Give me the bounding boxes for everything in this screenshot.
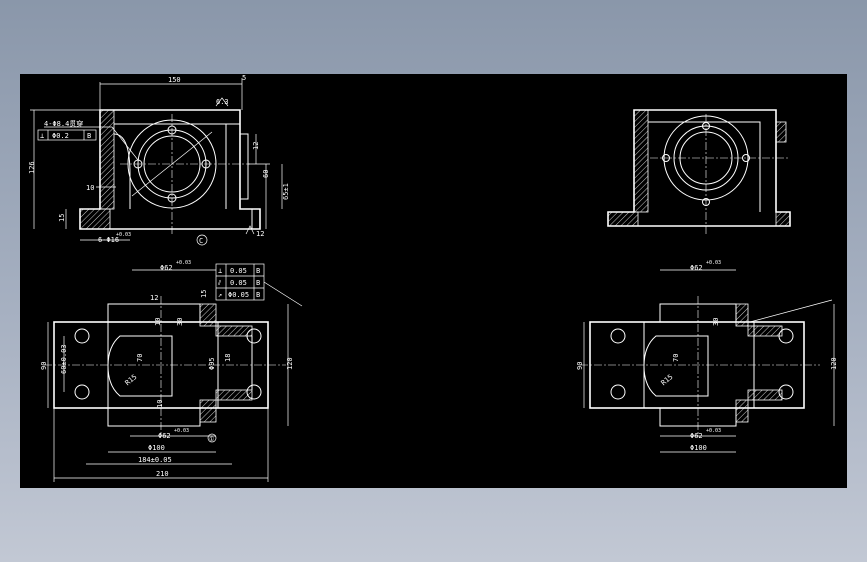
- dim-10: 10: [86, 184, 94, 192]
- rough-symbol: [245, 225, 255, 235]
- hole-note-leader: [111, 126, 139, 161]
- dim-120: 120: [286, 357, 294, 370]
- plan-section-top: [199, 303, 217, 327]
- dim-18: 18: [224, 354, 232, 362]
- right-inner: [648, 121, 761, 212]
- dim-r15: R15: [124, 373, 139, 387]
- dim-10a: 10: [154, 318, 162, 326]
- dim-15: 15: [58, 214, 66, 222]
- dim-60: 60: [262, 170, 270, 178]
- dim-phi100: Φ100: [148, 444, 165, 452]
- front-right-step: [226, 123, 249, 200]
- svg-text:Φ0.05: Φ0.05: [228, 291, 249, 299]
- plan-hole-tl: [74, 328, 90, 344]
- dim-phi62-top: Φ62: [160, 264, 173, 272]
- right-plan-cutout: [643, 335, 709, 397]
- right-base-section: [607, 211, 639, 227]
- rough-6-3: 6.3: [216, 98, 229, 106]
- right-plan-hole: [610, 384, 626, 400]
- dim-10c: 10: [156, 400, 164, 408]
- front-left-wall-section: [99, 109, 115, 210]
- dim-5: 5: [242, 74, 246, 82]
- diameter-leader: [131, 131, 213, 197]
- right-plan-section-bottom: [735, 399, 749, 423]
- cad-drawing: 150 5 126 4-Φ8.4贯穿 ⊥ Φ0.2 B 10 15 6-Φ16 …: [28, 74, 838, 482]
- front-inner-curve: [113, 133, 131, 209]
- right-plan-section-top: [735, 303, 749, 327]
- dim-phi62-bottom: Φ62: [158, 432, 171, 440]
- dim-phi62-bottom-tol: +0.03: [174, 428, 189, 434]
- right-dim-phi62-top: Φ62: [690, 264, 703, 272]
- label-1-circle: [207, 433, 217, 443]
- dim-150: 150: [168, 76, 181, 84]
- svg-text:0.05: 0.05: [230, 267, 247, 275]
- right-dim-phi62-bottom: Φ62: [690, 432, 703, 440]
- right-plan-hole: [778, 328, 794, 344]
- svg-text:⊥: ⊥: [218, 267, 222, 275]
- plan-hole-bl: [74, 384, 90, 400]
- svg-text:Φ0.2: Φ0.2: [52, 132, 69, 140]
- right-base-right-section: [775, 211, 791, 227]
- right-dim-r15: R15: [660, 373, 675, 387]
- right-plan-section-mid-top: [747, 325, 783, 337]
- plan-cutout: [107, 335, 173, 397]
- right-leader: [749, 299, 833, 323]
- svg-text:B: B: [256, 279, 260, 287]
- right-dim-phi100: Φ100: [690, 444, 707, 452]
- right-dim-90: 90: [576, 362, 584, 370]
- dim-phi95: Φ95: [208, 357, 216, 370]
- dim-15-plan: 15: [200, 290, 208, 298]
- plan-section-mid-top: [215, 325, 253, 337]
- svg-text:B: B: [256, 291, 260, 299]
- svg-text:B: B: [256, 267, 260, 275]
- plan-hole-tr: [246, 328, 262, 344]
- front-base-right: [240, 208, 260, 229]
- dim-30: 30: [176, 318, 184, 326]
- right-plan-hole: [778, 384, 794, 400]
- dim-12-plan: 12: [150, 294, 158, 302]
- svg-text:⫽: ⫽: [217, 279, 222, 287]
- dim-70: 70: [136, 354, 144, 362]
- label-c: C: [199, 237, 203, 245]
- svg-text:0.05: 0.05: [230, 279, 247, 287]
- right-dim-phi62-bottom-tol: +0.03: [706, 428, 721, 434]
- dim-bottom: 6-Φ16: [98, 236, 119, 244]
- right-wall-top-section: [775, 121, 787, 143]
- dim-126: 126: [28, 161, 36, 174]
- tol-leader: [263, 281, 303, 307]
- right-left-wall-section: [633, 109, 649, 213]
- svg-text:⊥: ⊥: [40, 132, 44, 140]
- front-view: 150 5 126 4-Φ8.4贯穿 ⊥ Φ0.2 B 10 15 6-Φ16 …: [28, 74, 290, 246]
- right-plan-section-mid-bottom: [747, 389, 783, 401]
- plan-view: Φ62 +0.03 ⊥ 0.05 B ⫽ 0.05 B ↗ Φ0.05 B 12…: [40, 260, 303, 482]
- dim-bottom-tol: +0.03: [116, 232, 131, 238]
- plan-section-bottom: [199, 399, 217, 423]
- svg-text:B: B: [87, 132, 91, 140]
- dim-90: 90: [40, 362, 48, 370]
- right-front-view: [607, 109, 791, 234]
- dim-210: 210: [156, 470, 169, 478]
- svg-text:↗: ↗: [218, 291, 222, 299]
- cad-drawing-viewport[interactable]: 150 5 126 4-Φ8.4贯穿 ⊥ Φ0.2 B 10 15 6-Φ16 …: [20, 74, 847, 488]
- hole-note: 4-Φ8.4贯穿: [44, 119, 83, 128]
- right-dim-phi62-top-tol: +0.03: [706, 260, 721, 266]
- right-plan-hole: [610, 328, 626, 344]
- rough-symbol: [215, 97, 229, 107]
- dim-12: 12: [252, 142, 260, 150]
- dim-65: 65±1: [282, 183, 290, 200]
- front-tolerance-frame: ⊥ Φ0.2 B: [37, 129, 97, 141]
- right-dim-70: 70: [672, 354, 680, 362]
- dim-184: 184±0.05: [138, 456, 172, 464]
- label-c-circle: [196, 234, 208, 246]
- right-plan-view: Φ62 +0.03 30 90 70 R15 120 Φ62 +0.03 Φ10…: [576, 260, 838, 453]
- rough-12: 12: [256, 230, 264, 238]
- plan-hole-br: [246, 384, 262, 400]
- plan-section-mid-bottom: [215, 389, 253, 401]
- right-dim-30: 30: [712, 318, 720, 326]
- label-1: ①: [209, 436, 214, 443]
- front-base-section: [79, 208, 111, 230]
- plan-tolerance-frame: ⊥ 0.05 B ⫽ 0.05 B ↗ Φ0.05 B: [215, 263, 265, 301]
- dim-phi62-top-tol: +0.03: [176, 260, 191, 266]
